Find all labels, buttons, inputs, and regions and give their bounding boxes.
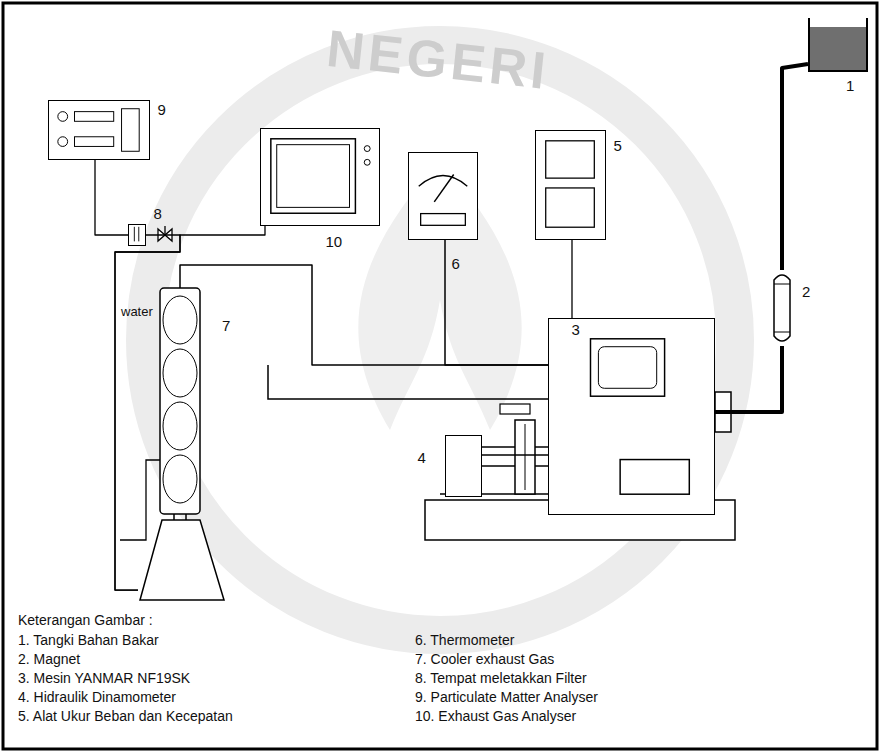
- exhaust-gas-analyser-shape: [261, 129, 379, 225]
- water-pipe: [120, 460, 160, 540]
- callout-number: 9: [158, 102, 166, 118]
- legend-item: 5. Alat Ukur Beban dan Kecepatan: [18, 708, 233, 724]
- callout-number: 7: [222, 318, 230, 334]
- pipe-connector: [180, 265, 548, 365]
- magnet: 2: [768, 270, 796, 346]
- exhaust-gas-cooler-shape: [138, 288, 226, 606]
- pipe-connector: [715, 346, 782, 412]
- callout-number: 2: [802, 284, 810, 300]
- callout-number: 5: [614, 138, 622, 154]
- watermark-emblem: [145, 45, 735, 635]
- pipe-connector: [95, 160, 128, 235]
- legend-item: 10. Exhaust Gas Analyser: [415, 708, 576, 724]
- engine: 3: [548, 318, 715, 515]
- hydraulic-dynamometer-shape: [446, 436, 481, 496]
- frame: [3, 3, 877, 749]
- filter-holder-shape: [129, 225, 145, 245]
- magnet-shape: [768, 270, 796, 346]
- fuel-tank-shape: [808, 18, 868, 72]
- legend-item: 4. Hidraulik Dinamometer: [18, 689, 176, 705]
- legend-item: 7. Cooler exhaust Gas: [415, 651, 554, 667]
- callout-number: 6: [452, 256, 460, 272]
- watermark: NEGERI: [324, 20, 552, 99]
- particulate-matter-analyser-shape: [49, 101, 149, 159]
- exhaust-band: [268, 365, 548, 399]
- coupling: [515, 420, 535, 494]
- legend-item: 6. Thermometer: [415, 632, 514, 648]
- pipe-connector: [445, 240, 548, 365]
- callout-number: 8: [154, 206, 162, 222]
- legend-title: Keterangan Gambar :: [18, 612, 153, 628]
- callout-number: 1: [846, 78, 854, 94]
- band-fitting: [500, 404, 530, 414]
- pipe-connector: [782, 64, 808, 270]
- filter-holder: 8: [128, 224, 146, 246]
- legend-item: 8. Tempat meletakkan Filter: [415, 670, 587, 686]
- legend-item: 3. Mesin YANMAR NF19SK: [18, 670, 190, 686]
- injector-block: [715, 392, 731, 432]
- pipe-connector: [571, 240, 572, 318]
- callout-number: 3: [572, 322, 580, 338]
- exhaust-gas-analyser: 10: [260, 128, 380, 226]
- load-speed-meter-shape: [536, 131, 605, 239]
- callout-number: 4: [418, 450, 426, 466]
- thermometer: 6: [408, 152, 478, 240]
- callout-number: 10: [326, 234, 343, 250]
- engine-shape: [549, 319, 714, 514]
- legend-item: 9. Particulate Matter Analyser: [415, 689, 598, 705]
- load-speed-meter: 5: [535, 130, 606, 240]
- pipe-connector: [482, 454, 548, 456]
- valve-stem: [164, 226, 165, 235]
- thermometer-shape: [409, 153, 477, 239]
- exhaust-gas-cooler: water7: [138, 288, 226, 606]
- coupling-line: [525, 424, 526, 490]
- hydraulic-dynamometer: 4: [445, 435, 482, 497]
- particulate-matter-analyser: 9: [48, 100, 150, 160]
- medium-label: water: [121, 304, 153, 320]
- legend-item: 2. Magnet: [18, 651, 80, 667]
- legend-item: 1. Tangki Bahan Bakar: [18, 632, 159, 648]
- fuel-tank: 1: [808, 18, 868, 72]
